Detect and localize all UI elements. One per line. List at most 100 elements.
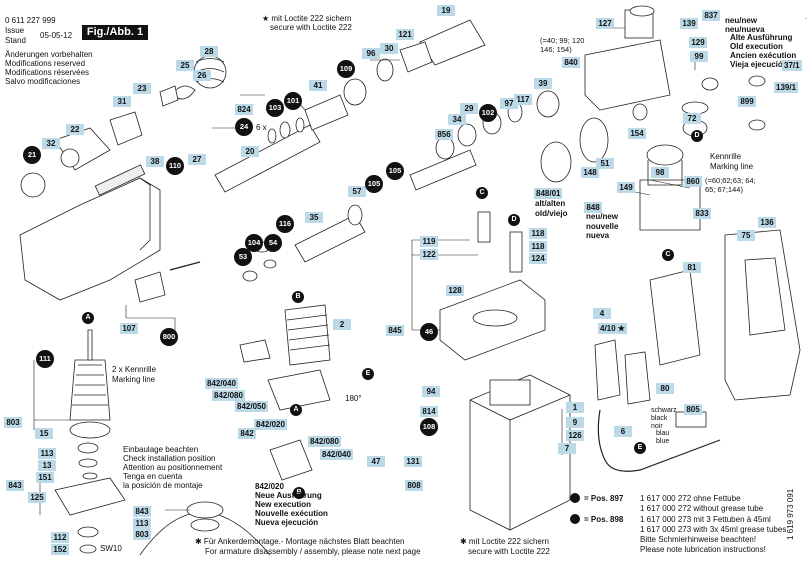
part-label-117[interactable]: 117 xyxy=(514,94,532,105)
part-label-19[interactable]: 19 xyxy=(437,5,455,16)
circle-108[interactable]: 108 xyxy=(420,418,438,436)
circle-102[interactable]: 102 xyxy=(479,104,497,122)
circle-109[interactable]: 109 xyxy=(337,60,355,78)
part-label-814[interactable]: 814 xyxy=(420,406,438,417)
part-label-128[interactable]: 128 xyxy=(446,285,464,296)
callout-B-2[interactable]: B xyxy=(293,487,305,499)
circle-800[interactable]: 800 xyxy=(160,328,178,346)
part-label-843[interactable]: 843 xyxy=(6,480,24,491)
part-label-149[interactable]: 149 xyxy=(617,182,635,193)
callout-D-2[interactable]: D xyxy=(691,130,703,142)
callout-A-1[interactable]: A xyxy=(82,312,94,324)
part-label-803[interactable]: 803 xyxy=(4,417,22,428)
part-label-125[interactable]: 125 xyxy=(28,492,46,503)
part-label-7[interactable]: 7 xyxy=(558,443,576,454)
part-label-57[interactable]: 57 xyxy=(348,186,366,197)
part-label-80[interactable]: 80 xyxy=(656,383,674,394)
part-label-27[interactable]: 27 xyxy=(188,154,206,165)
part-label-97[interactable]: 97 xyxy=(500,98,518,109)
part-label-34[interactable]: 34 xyxy=(448,114,466,125)
part-label-4-10[interactable]: 4/10 ★ xyxy=(598,323,627,334)
part-label-23[interactable]: 23 xyxy=(133,83,151,94)
part-label-833[interactable]: 833 xyxy=(693,208,711,219)
part-label-2[interactable]: 2 xyxy=(333,319,351,330)
circle-104[interactable]: 104 xyxy=(245,234,263,252)
part-label-843b[interactable]: 843 xyxy=(133,506,151,517)
circle-105[interactable]: 105 xyxy=(365,175,383,193)
part-label-41[interactable]: 41 xyxy=(309,80,327,91)
part-label-842-040a[interactable]: 842/040 xyxy=(205,378,238,389)
part-label-39[interactable]: 39 xyxy=(534,78,552,89)
part-label-113[interactable]: 113 xyxy=(38,448,56,459)
part-label-860[interactable]: 860 xyxy=(684,176,702,187)
callout-A-2[interactable]: A xyxy=(290,404,302,416)
part-label-72[interactable]: 72 xyxy=(683,113,701,124)
part-label-30[interactable]: 30 xyxy=(380,43,398,54)
part-label-842[interactable]: 842 xyxy=(238,428,256,439)
part-label-75[interactable]: 75 xyxy=(737,230,755,241)
part-label-152[interactable]: 152 xyxy=(51,544,69,555)
part-label-151[interactable]: 151 xyxy=(36,472,54,483)
part-label-129[interactable]: 129 xyxy=(689,37,707,48)
part-label-119[interactable]: 119 xyxy=(420,236,438,247)
part-label-81[interactable]: 81 xyxy=(683,262,701,273)
part-label-126[interactable]: 126 xyxy=(566,430,584,441)
circle-105-b[interactable]: 105 xyxy=(386,162,404,180)
part-label-805[interactable]: 805 xyxy=(684,404,702,415)
part-label-840[interactable]: 840 xyxy=(562,57,580,68)
part-label-20[interactable]: 20 xyxy=(241,146,259,157)
callout-E-2[interactable]: E xyxy=(634,442,646,454)
part-label-38[interactable]: 38 xyxy=(146,156,164,167)
callout-C-2[interactable]: C xyxy=(662,249,674,261)
part-label-118-a[interactable]: 118 xyxy=(529,228,547,239)
part-label-118-b[interactable]: 118 xyxy=(529,241,547,252)
part-label-98[interactable]: 98 xyxy=(651,167,669,178)
part-label-4[interactable]: 4 xyxy=(593,308,611,319)
part-label-9[interactable]: 9 xyxy=(566,417,584,428)
part-label-31[interactable]: 31 xyxy=(113,96,131,107)
circle-46[interactable]: 46 xyxy=(420,323,438,341)
part-label-47[interactable]: 47 xyxy=(367,456,385,467)
part-label-808[interactable]: 808 xyxy=(405,480,423,491)
part-label-99[interactable]: 99 xyxy=(690,51,708,62)
circle-24[interactable]: 24 xyxy=(235,118,253,136)
callout-C-1[interactable]: C xyxy=(476,187,488,199)
part-label-856[interactable]: 856 xyxy=(435,129,453,140)
part-label-37-1[interactable]: 37/1 xyxy=(782,60,802,71)
part-label-154[interactable]: 154 xyxy=(628,128,646,139)
circle-103[interactable]: 103 xyxy=(266,99,284,117)
circle-111[interactable]: 111 xyxy=(36,350,54,368)
part-label-122[interactable]: 122 xyxy=(420,249,438,260)
part-label-26[interactable]: 26 xyxy=(193,70,211,81)
part-label-32[interactable]: 32 xyxy=(42,138,60,149)
part-label-837[interactable]: 837 xyxy=(702,10,720,21)
part-label-842-040b[interactable]: 842/040 xyxy=(320,449,353,460)
part-label-51[interactable]: 51 xyxy=(596,158,614,169)
part-label-842-080[interactable]: 842/080 xyxy=(212,390,245,401)
part-label-13[interactable]: 13 xyxy=(38,460,56,471)
part-label-28[interactable]: 28 xyxy=(200,46,218,57)
part-label-899[interactable]: 899 xyxy=(738,96,756,107)
circle-21[interactable]: 21 xyxy=(23,146,41,164)
part-label-15[interactable]: 15 xyxy=(35,428,53,439)
part-label-124[interactable]: 124 xyxy=(529,253,547,264)
part-label-35[interactable]: 35 xyxy=(305,212,323,223)
part-label-845[interactable]: 845 xyxy=(386,325,404,336)
callout-D-1[interactable]: D xyxy=(508,214,520,226)
part-label-824[interactable]: 824 xyxy=(235,104,253,115)
part-label-121[interactable]: 121 xyxy=(396,29,414,40)
part-label-94[interactable]: 94 xyxy=(422,386,440,397)
part-label-842-050[interactable]: 842/050 xyxy=(235,401,268,412)
part-label-6[interactable]: 6 xyxy=(614,426,632,437)
part-label-22[interactable]: 22 xyxy=(66,124,84,135)
part-label-139-1[interactable]: 139/1 xyxy=(774,82,799,93)
part-label-1[interactable]: 1 xyxy=(566,402,584,413)
circle-116[interactable]: 116 xyxy=(276,215,294,233)
callout-B-1[interactable]: B xyxy=(292,291,304,303)
part-label-131[interactable]: 131 xyxy=(404,456,422,467)
part-label-96[interactable]: 96 xyxy=(362,48,380,59)
circle-54[interactable]: 54 xyxy=(264,234,282,252)
part-label-112[interactable]: 112 xyxy=(51,532,69,543)
part-label-848[interactable]: 848 xyxy=(584,202,602,213)
part-label-25[interactable]: 25 xyxy=(176,60,194,71)
